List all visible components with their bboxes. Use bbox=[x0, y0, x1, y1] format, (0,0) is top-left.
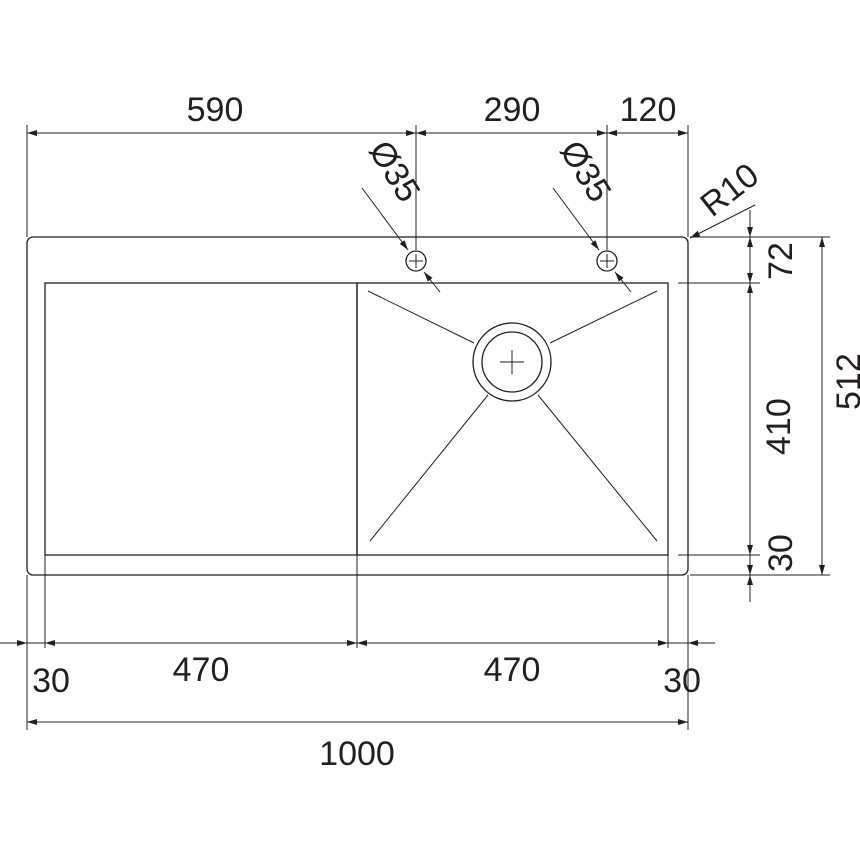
drainer-area bbox=[44, 282, 358, 556]
tap-hole-left bbox=[405, 250, 427, 272]
dim-470-bowl: 470 bbox=[484, 651, 541, 689]
dim-590: 590 bbox=[187, 91, 244, 129]
dim-410: 410 bbox=[760, 398, 798, 455]
dim-30-left: 30 bbox=[32, 662, 70, 700]
tap-hole-right bbox=[596, 250, 618, 272]
dim-120: 120 bbox=[620, 91, 677, 129]
dim-1000: 1000 bbox=[319, 735, 395, 773]
dim-30-right: 30 bbox=[762, 534, 800, 572]
bowl bbox=[356, 282, 669, 556]
drain-icon bbox=[472, 322, 552, 402]
dim-512: 512 bbox=[830, 353, 860, 410]
tap-hole-diameter-right: Ø35 bbox=[552, 134, 618, 209]
tap-hole-diameter-left: Ø35 bbox=[361, 134, 427, 209]
dim-290: 290 bbox=[484, 91, 541, 129]
dim-72: 72 bbox=[762, 242, 800, 280]
bottom-dimension-lines bbox=[0, 640, 715, 725]
top-dimension-lines bbox=[26, 125, 689, 250]
dim-470-drainer: 470 bbox=[173, 651, 230, 689]
corner-radius-label: R10 bbox=[694, 156, 767, 224]
bowl-slope-lines bbox=[367, 290, 658, 542]
dim-30-right-bottom: 30 bbox=[663, 662, 701, 700]
right-dimension-lines bbox=[678, 210, 830, 602]
